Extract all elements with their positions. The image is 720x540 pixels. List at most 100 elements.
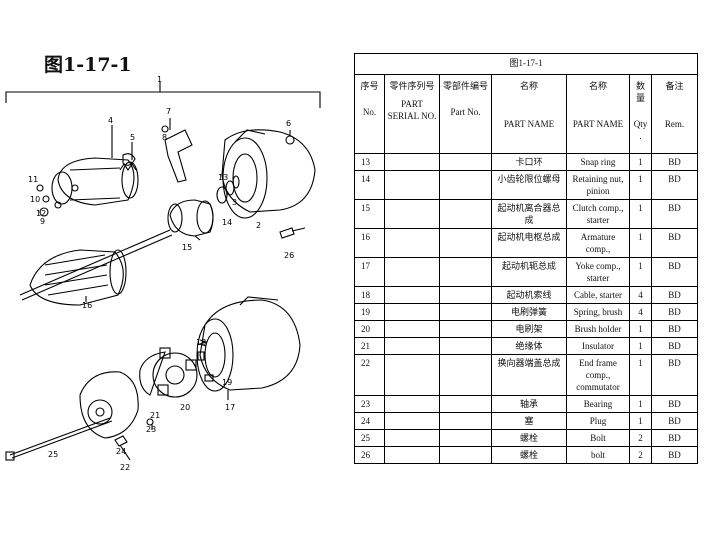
- cell-serial: [384, 153, 440, 171]
- callout-8: 8: [162, 133, 167, 142]
- cell-no: 14: [354, 170, 385, 200]
- cell-rem: BD: [650, 286, 699, 304]
- cell-name-en: End frame comp., commutator: [566, 354, 630, 396]
- cell-no: 20: [354, 320, 385, 338]
- cell-no: 17: [354, 257, 385, 287]
- callout-10: 10: [30, 195, 40, 204]
- cell-no: 18: [354, 286, 385, 304]
- cell-rem: BD: [650, 170, 699, 200]
- cell-no: 21: [354, 337, 385, 355]
- callout-19: 19: [222, 378, 232, 387]
- cell-name-en: Cable, starter: [566, 286, 630, 304]
- cell-serial: [384, 412, 440, 430]
- cell-part-no: [439, 228, 492, 258]
- callout-13: 13: [218, 173, 228, 182]
- cell-part-no: [439, 320, 492, 338]
- cell-qty: 1: [629, 199, 652, 229]
- cell-part-no: [439, 412, 492, 430]
- cell-qty: 1: [629, 354, 652, 396]
- cell-rem: BD: [650, 303, 699, 321]
- cell-part-no: [439, 395, 492, 413]
- cell-qty: 1: [629, 337, 652, 355]
- cell-name-cn: 绝缘体: [491, 337, 567, 355]
- cell-part-no: [439, 199, 492, 229]
- callout-1: 1: [157, 75, 162, 84]
- callout-23: 23: [146, 425, 156, 434]
- cell-serial: [384, 320, 440, 338]
- cell-rem: BD: [650, 257, 699, 287]
- cell-name-en: Bolt: [566, 429, 630, 447]
- cell-name-en: Bearing: [566, 395, 630, 413]
- callout-24: 24: [116, 447, 126, 456]
- cell-name-en: Retaining nut, pinion: [566, 170, 630, 200]
- cell-serial: [384, 303, 440, 321]
- cell-part-no: [439, 429, 492, 447]
- cell-name-cn: 起动机离合器总成: [491, 199, 567, 229]
- cell-name-en: Snap ring: [566, 153, 630, 171]
- cell-rem: BD: [650, 153, 699, 171]
- cell-serial: [384, 286, 440, 304]
- cell-name-en: Plug: [566, 412, 630, 430]
- callout-3: 3: [232, 198, 237, 207]
- cell-serial: [384, 354, 440, 396]
- cell-qty: 1: [629, 153, 652, 171]
- cell-qty: 2: [629, 446, 652, 464]
- callout-2: 2: [256, 221, 261, 230]
- cell-rem: BD: [650, 446, 699, 464]
- cell-rem: BD: [650, 228, 699, 258]
- cell-qty: 1: [629, 320, 652, 338]
- callout-6: 6: [286, 119, 291, 128]
- cell-rem: BD: [650, 429, 699, 447]
- callout-5: 5: [130, 133, 135, 142]
- cell-no: 23: [354, 395, 385, 413]
- cell-part-no: [439, 153, 492, 171]
- cell-qty: 4: [629, 303, 652, 321]
- cell-no: 13: [354, 153, 385, 171]
- callout-1-bracket: [5, 91, 321, 108]
- brush-holder-part: [152, 347, 198, 398]
- cell-name-cn: 起动机索线: [491, 286, 567, 304]
- cell-serial: [384, 228, 440, 258]
- cell-name-cn: 电刷弹簧: [491, 303, 567, 321]
- cell-name-en: Yoke comp., starter: [566, 257, 630, 287]
- cell-no: 16: [354, 228, 385, 258]
- exploded-starter-diagram: 1 2 3 4 5 6 7 8 9 10 11 12 13 14 15 16 1…: [5, 75, 321, 472]
- callout-22: 22: [120, 463, 130, 472]
- cell-part-no: [439, 170, 492, 200]
- callout-26: 26: [284, 251, 294, 260]
- cell-name-cn: 螺栓: [491, 429, 567, 447]
- cell-name-en: Armature comp.,: [566, 228, 630, 258]
- cell-name-cn: 卡口环: [491, 153, 567, 171]
- cell-part-no: [439, 257, 492, 287]
- cell-name-en: bolt: [566, 446, 630, 464]
- table-caption: 图1-17-1: [353, 53, 699, 75]
- callout-20: 20: [180, 403, 190, 412]
- cell-rem: BD: [650, 337, 699, 355]
- cell-name-cn: 螺栓: [491, 446, 567, 464]
- cell-name-cn: 塞: [491, 412, 567, 430]
- cell-name-en: Clutch comp., starter: [566, 199, 630, 229]
- cell-qty: 4: [629, 286, 652, 304]
- cell-serial: [384, 199, 440, 229]
- armature-part: [19, 229, 173, 306]
- cell-rem: BD: [650, 354, 699, 396]
- cell-rem: BD: [650, 395, 699, 413]
- figure-title: 图1-17-1: [44, 54, 132, 76]
- cell-name-en: Brush holder: [566, 320, 630, 338]
